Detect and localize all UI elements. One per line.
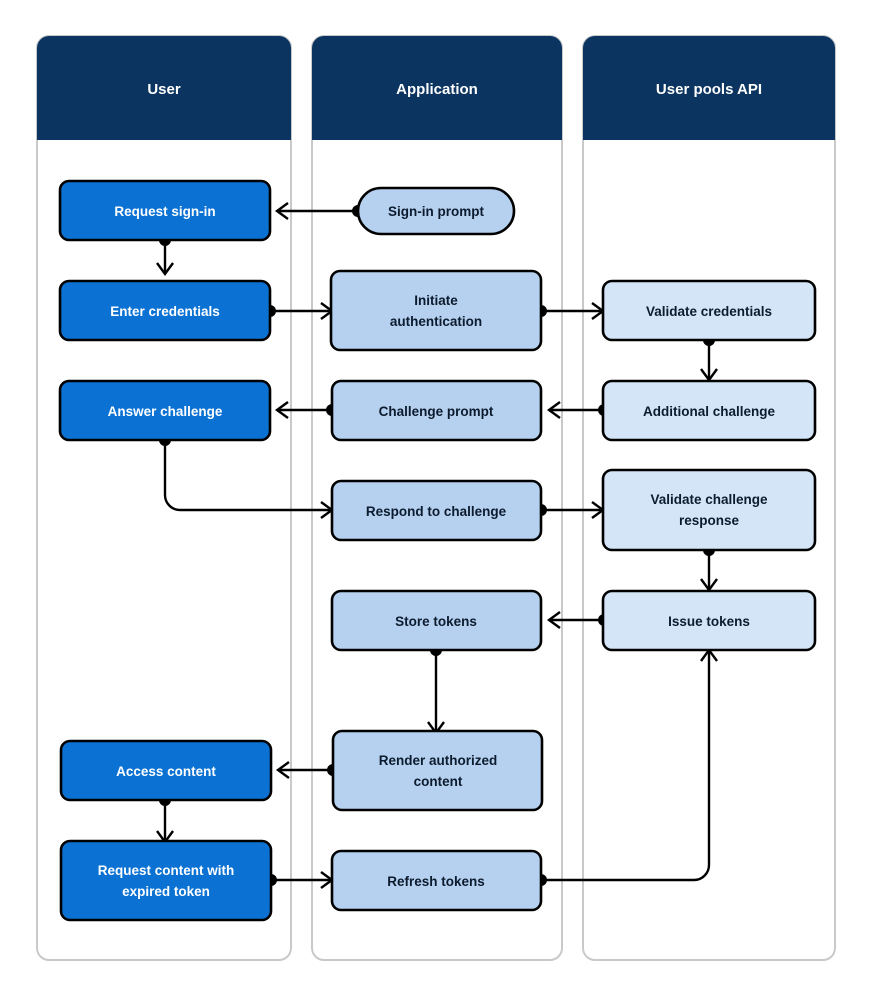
node-initiate-authentication-label-line2: authentication bbox=[390, 314, 482, 329]
node-issue-tokens-shape[interactable] bbox=[601, 589, 817, 652]
node-refresh-tokens-label: Refresh tokens bbox=[387, 874, 485, 889]
node-validate-credentials-label: Validate credentials bbox=[646, 304, 772, 319]
node-additional-challenge[interactable]: Additional challenge bbox=[601, 379, 817, 442]
node-additional-challenge-shape[interactable] bbox=[601, 379, 817, 442]
node-request-sign-in-label: Request sign-in bbox=[114, 204, 215, 219]
node-issue-tokens-label: Issue tokens bbox=[668, 614, 750, 629]
node-answer-challenge[interactable]: Answer challenge bbox=[58, 379, 272, 442]
node-respond-to-challenge[interactable]: Respond to challenge bbox=[330, 479, 543, 542]
node-render-authorized-content[interactable]: Render authorized content bbox=[331, 729, 544, 812]
node-access-content-label: Access content bbox=[116, 764, 216, 779]
node-request-content-with-expired-token-label-line2: expired token bbox=[122, 884, 210, 899]
node-initiate-authentication-label-line1: Initiate bbox=[414, 293, 458, 308]
node-validate-challenge-response-label-line2: response bbox=[679, 513, 740, 528]
node-enter-credentials-label: Enter credentials bbox=[110, 304, 220, 319]
lane-application-header bbox=[312, 36, 562, 140]
node-initiate-authentication[interactable]: Initiate authentication bbox=[329, 269, 543, 352]
node-sign-in-prompt-shape[interactable] bbox=[356, 186, 516, 236]
node-sign-in-prompt[interactable]: Sign-in prompt bbox=[356, 186, 516, 236]
node-access-content-shape[interactable] bbox=[59, 739, 273, 802]
lane-user: User bbox=[36, 35, 292, 961]
node-store-tokens-label: Store tokens bbox=[395, 614, 477, 629]
node-request-content-with-expired-token-shape[interactable] bbox=[59, 839, 273, 922]
lane-title-api: User pools API bbox=[656, 81, 762, 98]
node-refresh-tokens-shape[interactable] bbox=[330, 849, 543, 912]
node-validate-challenge-response[interactable]: Validate challenge response bbox=[601, 468, 817, 552]
node-render-authorized-content-shape[interactable] bbox=[331, 729, 544, 812]
node-answer-challenge-label: Answer challenge bbox=[108, 404, 223, 419]
node-request-content-with-expired-token[interactable]: Request content with expired token bbox=[59, 839, 273, 922]
node-validate-challenge-response-shape[interactable] bbox=[601, 468, 817, 552]
lane-title-application: Application bbox=[396, 81, 478, 98]
node-respond-to-challenge-label: Respond to challenge bbox=[366, 504, 507, 519]
node-store-tokens-shape[interactable] bbox=[330, 589, 543, 652]
node-additional-challenge-label: Additional challenge bbox=[643, 404, 776, 419]
node-render-authorized-content-label-line2: content bbox=[414, 774, 463, 789]
node-request-sign-in-shape[interactable] bbox=[58, 179, 272, 242]
lane-title-user: User bbox=[147, 81, 181, 98]
node-refresh-tokens[interactable]: Refresh tokens bbox=[330, 849, 543, 912]
node-request-content-with-expired-token-label-line1: Request content with bbox=[98, 863, 235, 878]
node-respond-to-challenge-shape[interactable] bbox=[330, 479, 543, 542]
node-answer-challenge-shape[interactable] bbox=[58, 379, 272, 442]
node-request-sign-in[interactable]: Request sign-in bbox=[58, 179, 272, 242]
node-challenge-prompt-label: Challenge prompt bbox=[379, 404, 494, 419]
node-render-authorized-content-label-line1: Render authorized bbox=[379, 753, 498, 768]
node-sign-in-prompt-label: Sign-in prompt bbox=[388, 204, 484, 219]
node-challenge-prompt-shape[interactable] bbox=[330, 379, 543, 442]
node-issue-tokens[interactable]: Issue tokens bbox=[601, 589, 817, 652]
lane-api-header bbox=[583, 36, 835, 140]
node-enter-credentials-shape[interactable] bbox=[58, 279, 272, 342]
node-store-tokens[interactable]: Store tokens bbox=[330, 589, 543, 652]
node-enter-credentials[interactable]: Enter credentials bbox=[58, 279, 272, 342]
node-validate-challenge-response-label-line1: Validate challenge bbox=[650, 492, 768, 507]
lane-user-header bbox=[37, 36, 291, 140]
node-access-content[interactable]: Access content bbox=[59, 739, 273, 802]
node-validate-credentials[interactable]: Validate credentials bbox=[601, 279, 817, 342]
node-validate-credentials-shape[interactable] bbox=[601, 279, 817, 342]
node-initiate-authentication-shape[interactable] bbox=[329, 269, 543, 352]
node-challenge-prompt[interactable]: Challenge prompt bbox=[330, 379, 543, 442]
